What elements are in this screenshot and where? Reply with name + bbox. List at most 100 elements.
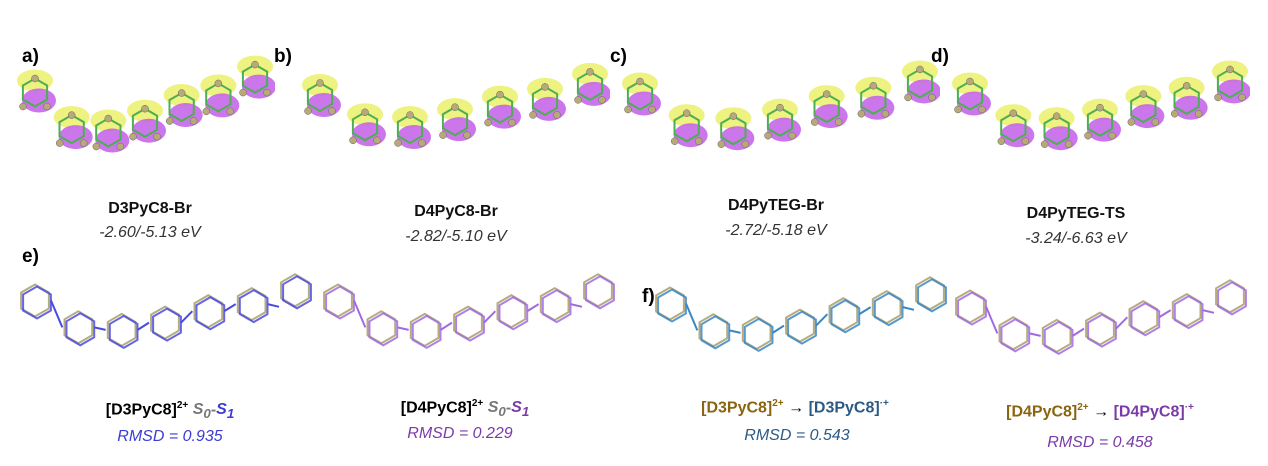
- orbital-d4pyteg-ts: [952, 60, 1250, 151]
- bond: [440, 321, 453, 331]
- atom: [776, 103, 784, 112]
- rmsd-value: RMSD = 0.458: [1047, 434, 1153, 451]
- atom: [189, 117, 198, 125]
- atom: [1040, 140, 1049, 148]
- atom: [79, 139, 88, 147]
- ring-bond: [1173, 84, 1200, 115]
- atom: [349, 136, 357, 145]
- charge: ·+: [1184, 402, 1194, 413]
- atom: [1052, 112, 1061, 120]
- ring-structure-overlay: [108, 314, 139, 350]
- ring-bond: [1043, 115, 1070, 146]
- bond: [526, 303, 540, 313]
- energy-value: -3.24/-6.63 eV: [1025, 230, 1127, 247]
- charge: 2+: [471, 398, 484, 409]
- atom: [997, 137, 1006, 145]
- atom: [1238, 93, 1246, 102]
- orbital-d4pyteg-br: [622, 60, 940, 151]
- atom: [810, 118, 819, 126]
- atom: [586, 68, 594, 76]
- ring-bond: [486, 93, 514, 124]
- orbital-lobe: [1043, 126, 1078, 151]
- atom: [226, 107, 235, 116]
- charge: 2+: [176, 400, 189, 411]
- bond: [1029, 332, 1041, 337]
- molecule-name: D4PyTEG-TS: [1026, 205, 1126, 222]
- ring-bond: [58, 113, 85, 145]
- atom: [822, 90, 831, 98]
- atom: [670, 137, 679, 145]
- ring-bond: [21, 77, 49, 108]
- atom: [141, 104, 149, 113]
- panel-b-label: b): [274, 46, 292, 67]
- orbital-lobe: [95, 128, 130, 153]
- ring-bond: [720, 115, 747, 146]
- ring-structure-overlay: [873, 291, 904, 327]
- molecule-name: D4PyC8-Br: [414, 203, 498, 220]
- ring-bond: [168, 91, 195, 123]
- atom: [263, 88, 271, 97]
- ring-structure-overlay: [238, 288, 269, 324]
- charge: 2+: [1077, 402, 1089, 413]
- atom: [954, 105, 962, 114]
- ring-structure-overlay: [787, 310, 817, 345]
- atom: [328, 107, 336, 115]
- atom: [916, 65, 924, 74]
- charge: ·+: [879, 398, 889, 409]
- ring-bond: [95, 117, 122, 148]
- bond: [858, 306, 872, 316]
- atom: [529, 111, 537, 119]
- ring-bond: [131, 107, 159, 138]
- atom: [1214, 93, 1222, 102]
- overlay-d4pyc8-redox: [955, 279, 1247, 356]
- orbital-lobe: [397, 125, 431, 150]
- orbital-lobe: [1173, 95, 1208, 120]
- ring-structure-overlay: [325, 285, 355, 320]
- atom: [834, 118, 843, 126]
- ring-structure-overlay: [455, 307, 485, 342]
- ring-bond: [766, 106, 794, 137]
- atom: [165, 117, 174, 125]
- ring-bond: [441, 106, 469, 137]
- orbital-lobe: [957, 91, 991, 116]
- orbital-lobe: [627, 91, 661, 116]
- ring-bond: [396, 113, 424, 145]
- bond: [772, 324, 785, 334]
- ring-bond: [241, 63, 269, 94]
- atom: [304, 107, 312, 115]
- ring-structure-overlay: [282, 275, 312, 310]
- atom: [116, 142, 125, 151]
- ring-structure-overlay: [1217, 281, 1247, 316]
- ring-structure-overlay: [585, 275, 615, 310]
- bond: [1202, 309, 1215, 314]
- ring-bond: [576, 70, 604, 102]
- panel-c-label: c): [610, 46, 627, 67]
- rmsd-value: RMSD = 0.935: [117, 428, 223, 445]
- ring-bond: [1130, 92, 1157, 124]
- panel-a-label: a): [22, 46, 39, 67]
- atom: [904, 93, 912, 102]
- ring-structure-overlay: [957, 291, 987, 326]
- bond: [267, 303, 280, 308]
- atom: [55, 139, 64, 147]
- orbital-lobe: [532, 96, 566, 121]
- atom: [741, 140, 750, 148]
- atom: [43, 102, 51, 111]
- atom: [92, 142, 101, 151]
- bond: [1158, 309, 1172, 319]
- ring-structure-overlay: [411, 314, 442, 350]
- overlay-d4pyc8-s0-s1: [323, 273, 615, 350]
- rmsd-value: RMSD = 0.229: [407, 425, 513, 442]
- overlay-d3pyc8-redox: [655, 276, 947, 353]
- orbital-lobe: [1130, 104, 1165, 129]
- bond: [223, 303, 237, 313]
- atom: [648, 105, 656, 114]
- ring-structure-overlay: [1043, 320, 1074, 356]
- ring-structure-overlay: [22, 285, 52, 320]
- ring-structure-overlay: [830, 299, 861, 334]
- bond: [570, 303, 583, 308]
- ring-bond: [813, 92, 840, 124]
- ring-structure-overlay: [917, 278, 947, 313]
- atom: [869, 82, 878, 90]
- atom: [67, 111, 76, 119]
